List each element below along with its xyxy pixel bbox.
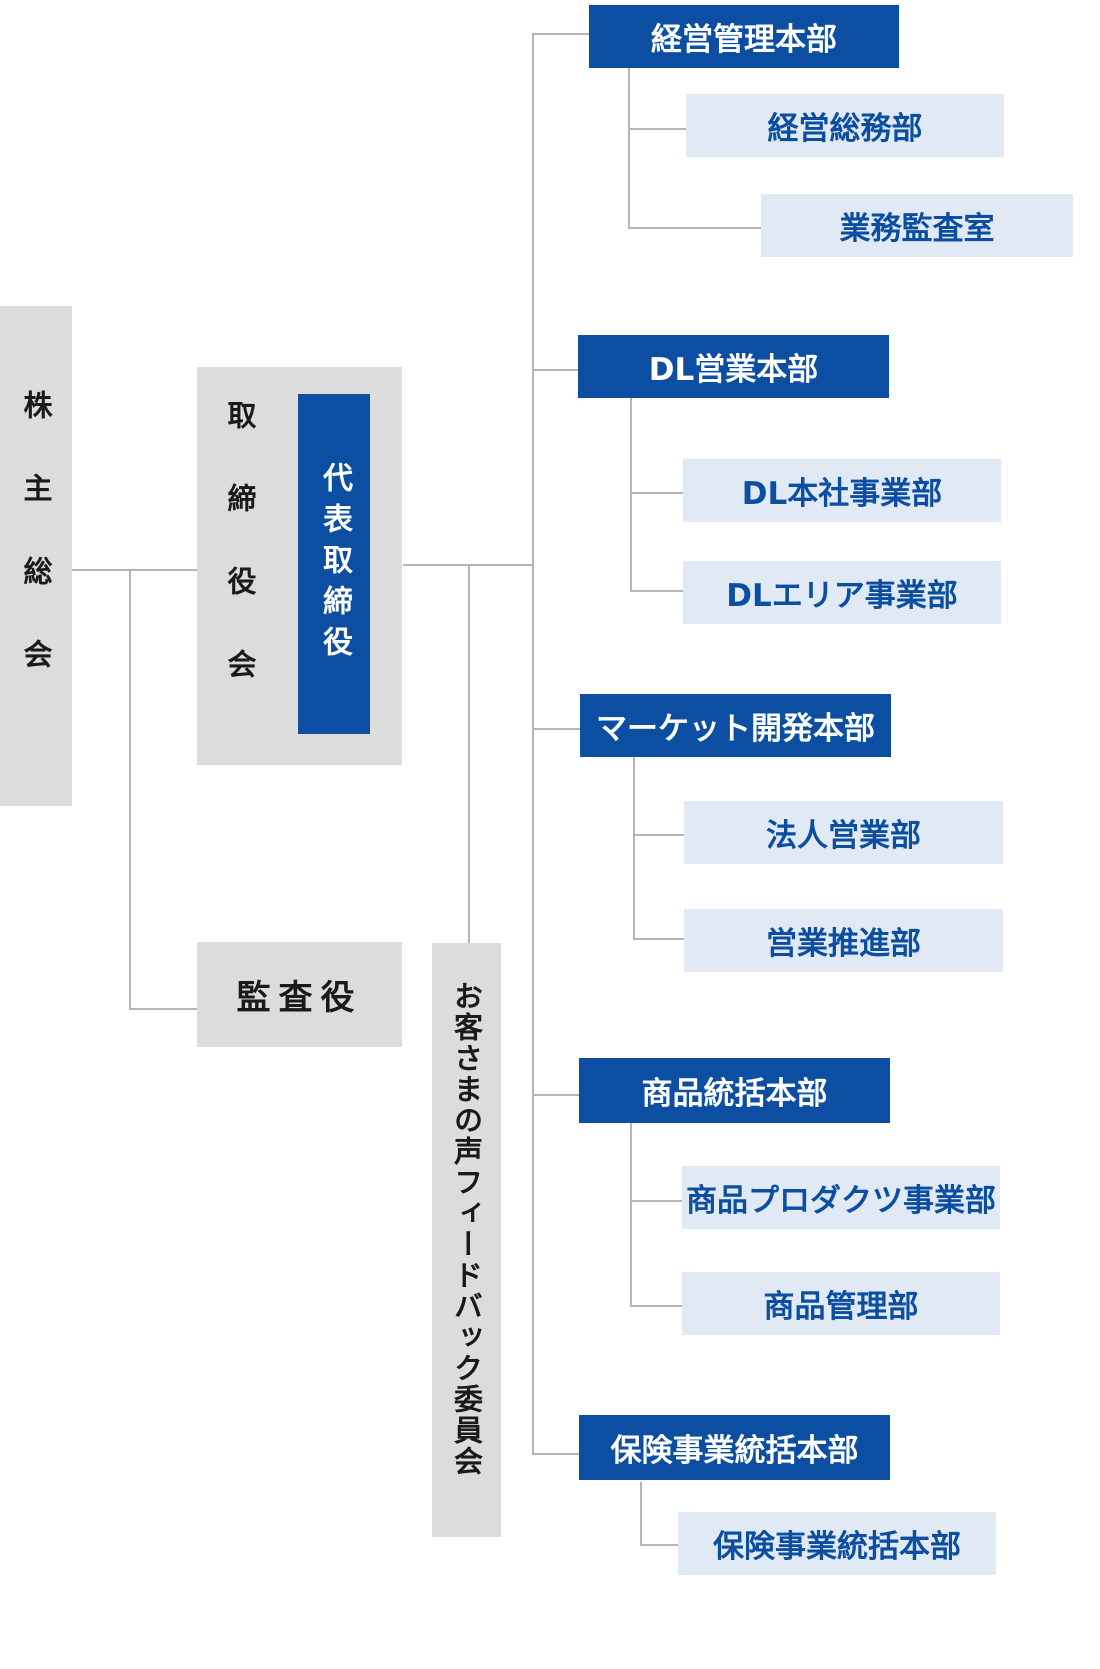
representative-director-label: 代表取締役 [317, 461, 352, 667]
connector-line [532, 1453, 581, 1455]
connector-line [532, 1094, 581, 1096]
connector-line [628, 128, 688, 130]
connector-line [640, 1482, 642, 1545]
hq-management-box: 経営管理本部 [589, 5, 899, 68]
hq-dl-sales-box: DL営業本部 [578, 335, 889, 398]
connector-line [129, 1008, 198, 1010]
connector-line [532, 728, 582, 730]
connector-line [633, 757, 635, 939]
connector-line [532, 369, 580, 371]
dept-insurance-box: 保険事業統括本部 [678, 1512, 996, 1575]
connector-line [630, 492, 685, 494]
customer-feedback-committee-label: お客さまの声フィードバック委員会 [449, 981, 484, 1477]
connector-line [468, 564, 470, 948]
shareholders-meeting-box: 株主総会 [0, 306, 72, 806]
connector-line [630, 1123, 632, 1306]
hq-dl-sales-label: DL営業本部 [648, 352, 819, 388]
dept-dl-area-box: DLエリア事業部 [683, 561, 1001, 624]
shareholders-meeting-label: 株主総会 [19, 390, 53, 722]
hq-management-label: 経営管理本部 [651, 22, 837, 58]
hq-insurance-label: 保険事業統括本部 [610, 1433, 859, 1469]
representative-director-box: 代表取締役 [298, 394, 370, 734]
dept-dl-area-label: DLエリア事業部 [726, 578, 958, 614]
connector-line [628, 227, 763, 229]
dept-corporate-sales-label: 法人営業部 [766, 818, 921, 854]
connector-line [72, 569, 198, 571]
connector-line [633, 834, 687, 836]
connector-line [630, 398, 632, 591]
customer-feedback-committee-box: お客さまの声フィードバック委員会 [432, 943, 501, 1537]
dept-internal-audit-label: 業務監査室 [839, 211, 995, 247]
dept-dl-headoffice-label: DL本社事業部 [741, 476, 943, 512]
board-of-directors-label: 取締役会 [223, 400, 257, 732]
connector-line [633, 938, 687, 940]
auditor-label: 監査役 [236, 978, 363, 1018]
dept-dl-headoffice-box: DL本社事業部 [683, 459, 1001, 522]
dept-product-management-box: 商品管理部 [682, 1272, 1000, 1335]
dept-product-business-box: 商品プロダクツ事業部 [682, 1166, 1000, 1229]
connector-line [129, 569, 131, 1010]
dept-internal-audit-box: 業務監査室 [761, 194, 1073, 257]
hq-insurance-box: 保険事業統括本部 [579, 1415, 890, 1480]
hq-product-box: 商品統括本部 [579, 1058, 890, 1123]
hq-product-label: 商品統括本部 [641, 1076, 828, 1112]
dept-product-business-label: 商品プロダクツ事業部 [686, 1183, 996, 1219]
hq-market-development-label: マーケット開発本部 [596, 711, 875, 747]
hq-market-development-box: マーケット開発本部 [580, 694, 891, 757]
dept-general-affairs-label: 経営総務部 [767, 111, 923, 147]
connector-line [630, 1305, 685, 1307]
connector-line [630, 1200, 685, 1202]
dept-corporate-sales-box: 法人営業部 [684, 801, 1003, 864]
connector-line [630, 590, 685, 592]
dept-sales-promotion-box: 営業推進部 [684, 909, 1003, 972]
connector-line [628, 68, 630, 228]
dept-product-management-label: 商品管理部 [763, 1289, 919, 1325]
dept-sales-promotion-label: 営業推進部 [766, 926, 921, 962]
dept-insurance-label: 保険事業統括本部 [713, 1529, 961, 1565]
connector-line [640, 1544, 680, 1546]
connector-line [532, 33, 534, 1454]
dept-general-affairs-box: 経営総務部 [686, 94, 1004, 157]
auditor-box: 監査役 [197, 942, 402, 1047]
connector-line [532, 33, 590, 35]
